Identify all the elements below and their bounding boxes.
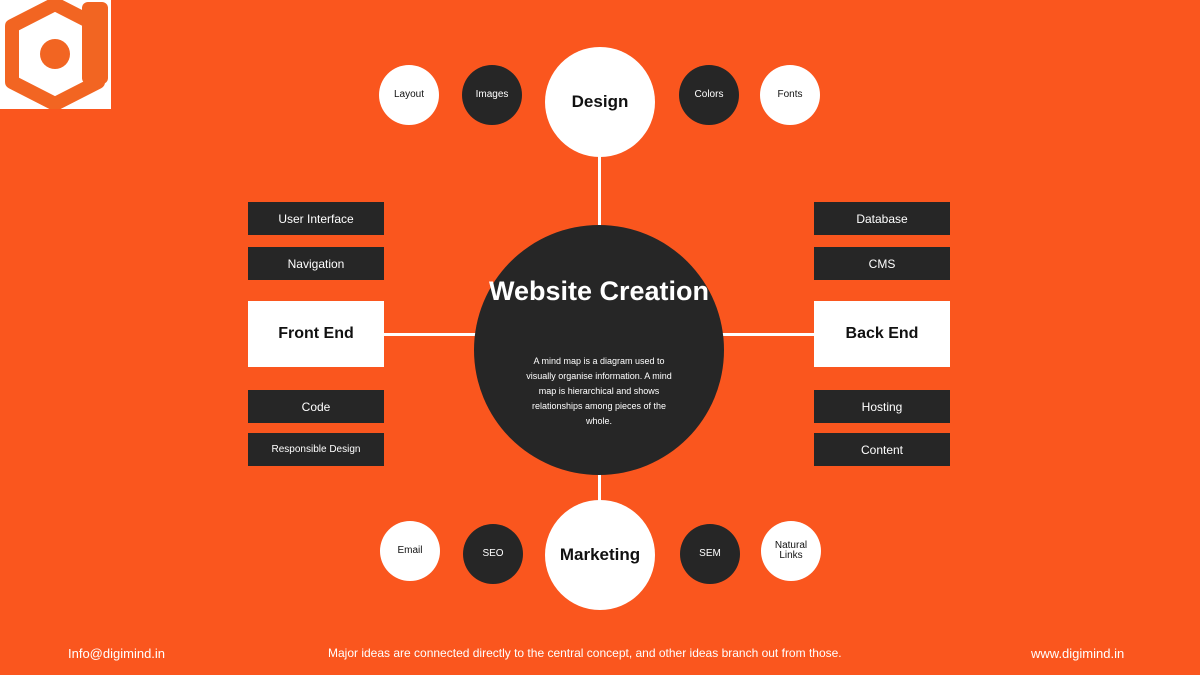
front-end-user-interface: User Interface <box>248 202 384 235</box>
marketing-email-node: Email <box>380 521 440 581</box>
front-end-responsible-design: Responsible Design <box>248 433 384 466</box>
footer-tagline: Major ideas are connected directly to th… <box>328 646 842 660</box>
front-end-navigation: Navigation <box>248 247 384 280</box>
back-end-node: Back End <box>814 301 950 367</box>
central-description: A mind map is a diagram used to visually… <box>526 356 672 426</box>
back-end-hosting: Hosting <box>814 390 950 423</box>
design-fonts-node: Fonts <box>760 65 820 125</box>
marketing-seo-node: SEO <box>463 524 523 584</box>
marketing-sem-node: SEM <box>680 524 740 584</box>
design-node: Design <box>545 47 655 157</box>
footer-email: Info@digimind.in <box>68 646 166 661</box>
central-concept: Website Creation A mind map is a diagram… <box>474 225 724 475</box>
connector-marketing <box>598 474 601 503</box>
front-end-code: Code <box>248 390 384 423</box>
footer-website: www.digimind.in <box>1031 646 1125 661</box>
digimind-logo-icon <box>5 0 108 111</box>
connector-front-end <box>384 333 476 336</box>
front-end-node: Front End <box>248 301 384 367</box>
marketing-node: Marketing <box>545 500 655 610</box>
logo <box>0 0 111 111</box>
back-end-database: Database <box>814 202 950 235</box>
marketing-natural-links-node: Natural Links <box>761 521 821 581</box>
design-layout-node: Layout <box>379 65 439 125</box>
back-end-content: Content <box>814 433 950 466</box>
back-end-cms: CMS <box>814 247 950 280</box>
connector-design <box>598 155 601 227</box>
central-title: Website Creation <box>488 276 710 306</box>
design-colors-node: Colors <box>679 65 739 125</box>
design-images-node: Images <box>462 65 522 125</box>
connector-back-end <box>722 333 816 336</box>
